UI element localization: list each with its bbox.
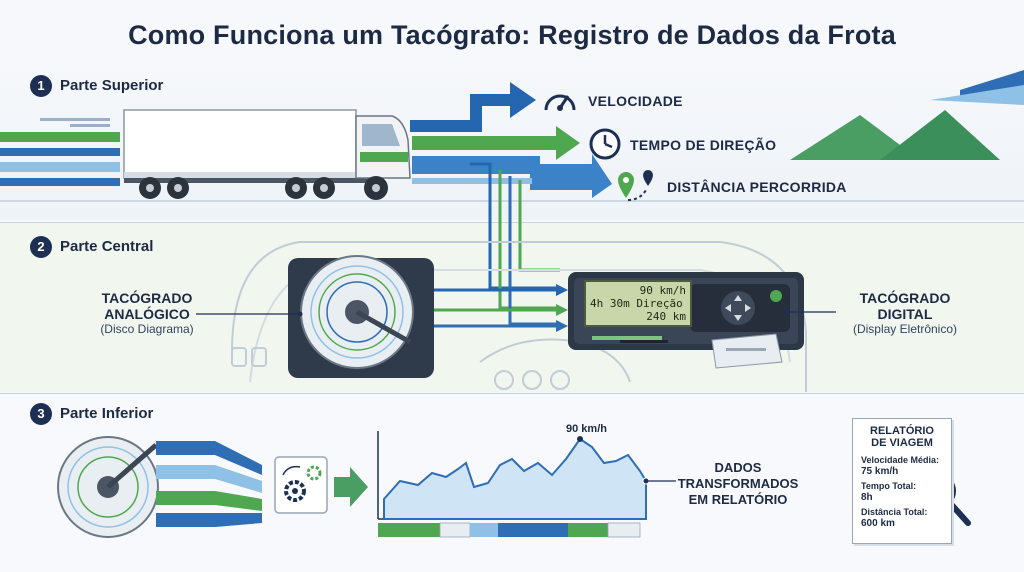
speed-area xyxy=(383,437,647,520)
bottom-illustration xyxy=(57,431,971,538)
output-label: TEMPO DE DIREÇÃO xyxy=(630,137,777,153)
report-value: 8h xyxy=(861,492,873,503)
section-divider xyxy=(0,393,1024,394)
section-number: 3 xyxy=(30,403,52,425)
display-driving-time: 4h 30m Direção xyxy=(590,297,683,310)
truck-trailer xyxy=(123,109,357,179)
analog-label: TACÓGRADO ANALÓGICO (Disco Diagrama) xyxy=(82,290,212,336)
analog-title: ANALÓGICO xyxy=(104,306,190,322)
section-number: 1 xyxy=(30,75,52,97)
report-value: 600 km xyxy=(861,518,895,529)
arrow-speed xyxy=(410,82,536,132)
digital-title: DIGITAL xyxy=(877,306,933,322)
chart-peak-label: 90 km/h xyxy=(566,423,607,435)
report-value: 75 km/h xyxy=(861,466,899,477)
digital-title: TACÓGRADO xyxy=(859,290,951,306)
data-label-line: TRANSFORMADOS xyxy=(677,476,799,491)
page-title: Como Funciona um Tacógrafo: Registro de … xyxy=(128,20,896,50)
clock-icon xyxy=(589,128,621,160)
data-label: DADOS TRANSFORMADOS EM RELATÓRIO xyxy=(676,460,800,508)
report-key: Distância Total: xyxy=(861,507,928,517)
speedometer-icon xyxy=(544,94,576,111)
mountain xyxy=(790,115,920,160)
digital-subtitle: (Display Eletrônico) xyxy=(852,322,958,336)
analog-title: TACÓGRADO xyxy=(101,290,193,306)
report-key: Tempo Total: xyxy=(861,481,917,491)
arrow-distance xyxy=(412,154,612,198)
section-divider xyxy=(0,222,1024,223)
section-label: Parte Inferior xyxy=(60,405,154,422)
section-label: Parte Central xyxy=(60,238,154,255)
trip-report: RELATÓRIO DE VIAGEM Velocidade Média: 75… xyxy=(852,418,952,544)
top-illustration xyxy=(0,70,1024,326)
digital-display: 90 km/h 4h 30m Direção 240 km xyxy=(584,280,692,327)
data-label-line: DADOS xyxy=(714,460,762,475)
report-title: RELATÓRIO xyxy=(870,425,934,437)
output-label: DISTÂNCIA PERCORRIDA xyxy=(667,179,847,195)
mountain xyxy=(880,110,1000,160)
analog-subtitle: (Disco Diagrama) xyxy=(100,322,194,336)
report-title: DE VIAGEM xyxy=(871,437,933,449)
section-label: Parte Superior xyxy=(60,77,164,94)
display-speed: 90 km/h xyxy=(639,284,686,297)
section-number: 2 xyxy=(30,236,52,258)
output-label: VELOCIDADE xyxy=(588,93,683,109)
data-label-line: EM RELATÓRIO xyxy=(688,492,788,507)
digital-label: TACÓGRADO DIGITAL (Display Eletrônico) xyxy=(830,290,980,336)
route-pin-icon xyxy=(618,170,653,201)
arrow-time xyxy=(412,126,580,160)
hill-lightblue xyxy=(930,85,1024,105)
display-distance: 240 km xyxy=(646,310,686,323)
report-key: Velocidade Média: xyxy=(861,455,940,465)
